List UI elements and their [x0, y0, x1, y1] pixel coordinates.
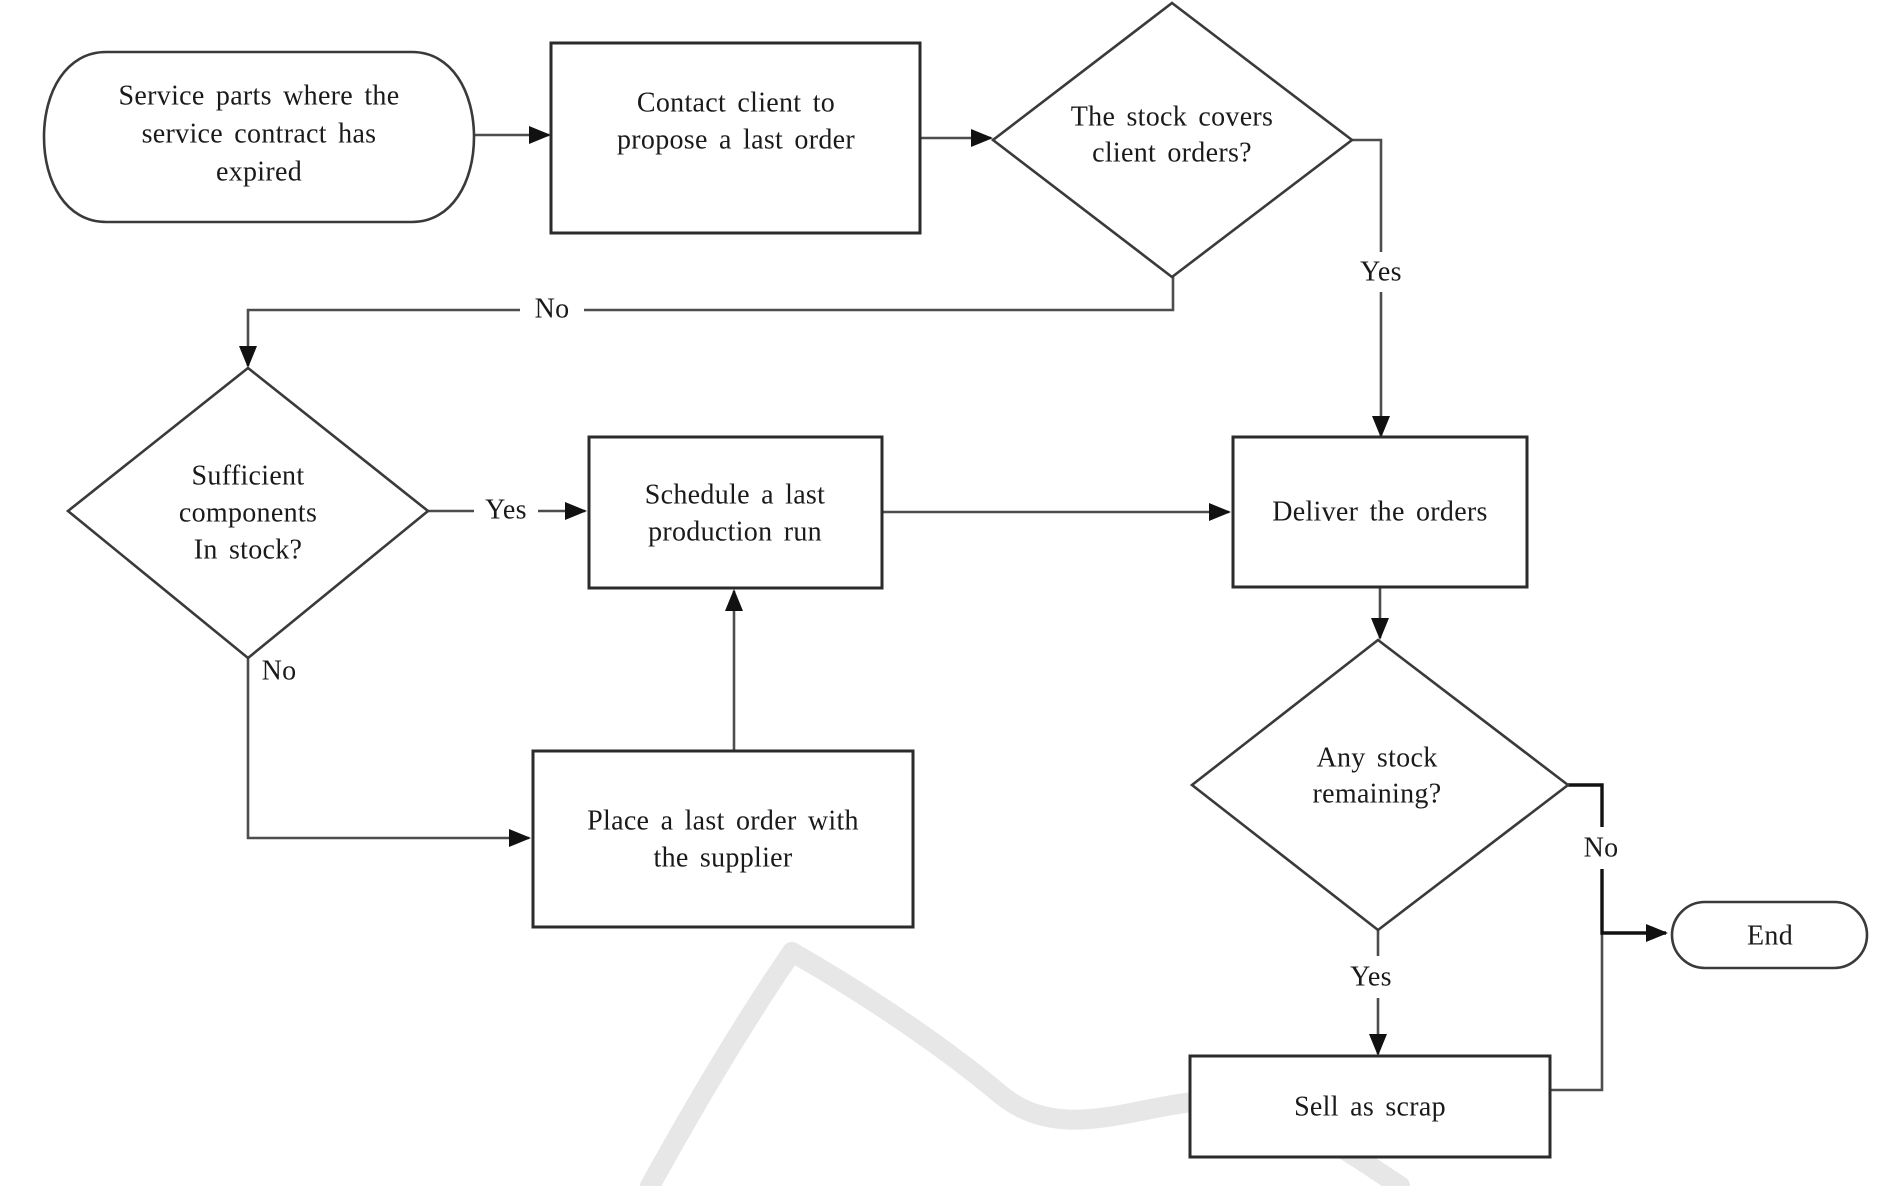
node-label-line: Place a last order with [587, 806, 859, 837]
node-stock-covers-decision: The stock covers client orders? [990, 1, 1355, 279]
process-shape [587, 435, 884, 590]
terminator-shape [42, 50, 476, 224]
node-start: Service parts where the service contract… [42, 50, 476, 224]
node-schedule-production: Schedule a last production run [587, 435, 884, 590]
decision-shape [1189, 638, 1571, 932]
edge-sufficient-no-placeorder [246, 658, 531, 847]
edge-label-yes: Yes [485, 495, 527, 526]
edge-label-no: No [262, 656, 297, 687]
edge-label-yes: Yes [1350, 962, 1392, 993]
node-label-line: propose a last order [617, 125, 855, 156]
edges [239, 126, 1668, 1092]
node-label-line: Sufficient [192, 461, 305, 492]
node-label-line: the supplier [653, 843, 792, 874]
edge-stockcovers-yes-deliver [1352, 138, 1390, 438]
node-label-line: Any stock [1316, 743, 1437, 774]
node-sufficient-components-decision: Sufficient components In stock? [65, 366, 431, 660]
node-label-line: client orders? [1092, 138, 1252, 169]
process-shape [549, 41, 922, 235]
label-bg [1350, 252, 1412, 292]
process-shape [531, 749, 915, 929]
node-label-line: In stock? [194, 535, 303, 566]
terminator-shape [1670, 900, 1869, 970]
node-label-line: Service parts where the [119, 81, 400, 112]
edge-label-yes: Yes [1360, 257, 1402, 288]
node-label-line: Contact client to [637, 88, 835, 119]
label-bg [1338, 956, 1404, 998]
watermark-stroke [640, 942, 802, 1186]
node-label-line: End [1747, 921, 1793, 952]
node-label-line: Schedule a last [645, 480, 825, 511]
edge-label-no: No [1584, 833, 1619, 864]
decision-shape [990, 1, 1355, 279]
label-bg [474, 490, 538, 531]
process-shape [1188, 1054, 1552, 1159]
edge-labels: Yes No Yes No Yes No [262, 252, 1632, 998]
edge-scrap-junction [1550, 933, 1604, 1092]
decision-shape [65, 366, 431, 660]
label-bg [1570, 827, 1632, 869]
node-deliver-orders: Deliver the orders [1231, 435, 1529, 589]
node-any-stock-decision: Any stock remaining? [1189, 638, 1571, 932]
node-label-line: service contract has [142, 119, 377, 150]
node-label-line: remaining? [1313, 779, 1442, 810]
node-label-line: The stock covers [1071, 102, 1274, 133]
node-place-last-order: Place a last order with the supplier [531, 749, 915, 929]
node-label-line: Deliver the orders [1272, 497, 1488, 528]
edge-label-no: No [535, 294, 570, 325]
node-sell-scrap: Sell as scrap [1188, 1054, 1552, 1159]
edge-stockcovers-no-sufficient [239, 277, 1175, 368]
node-contact-client: Contact client to propose a last order [549, 41, 922, 235]
label-bg [520, 289, 584, 329]
node-label-line: production run [648, 517, 822, 548]
node-end: End [1670, 900, 1869, 970]
node-label-line: components [179, 498, 317, 529]
node-label-line: expired [216, 157, 302, 188]
node-label-line: Sell as scrap [1294, 1092, 1446, 1123]
process-shape [1231, 435, 1529, 589]
